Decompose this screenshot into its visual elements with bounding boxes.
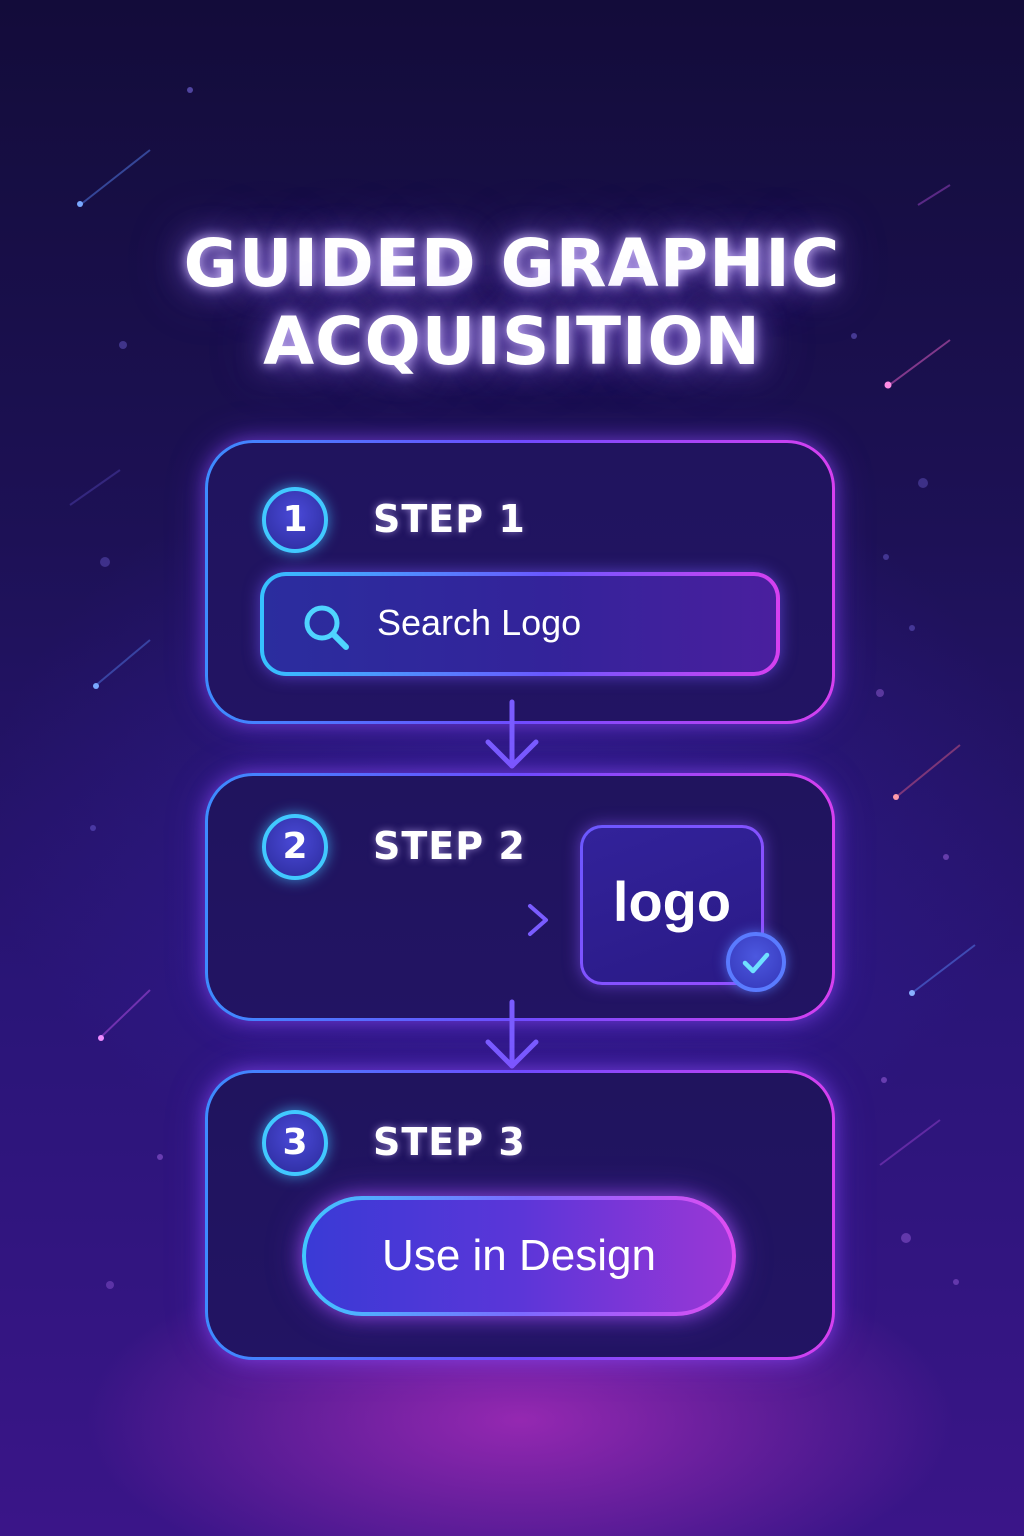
right-arrow-icon [298, 904, 548, 936]
down-arrow-icon [485, 999, 539, 1069]
step-1-label: STEP 1 [373, 497, 526, 541]
step-3-label: STEP 3 [373, 1120, 526, 1164]
use-in-design-button[interactable]: Use in Design [302, 1196, 736, 1316]
search-icon [304, 605, 349, 650]
search-field[interactable]: Search Logo [260, 572, 780, 676]
title-line-2: ACQUISITION [263, 303, 761, 380]
logo-result-tile[interactable]: logo [580, 825, 764, 985]
step-2-number-badge: 2 [262, 814, 328, 880]
step-3-number-badge: 3 [262, 1110, 328, 1176]
step-1-number-badge: 1 [262, 487, 328, 553]
use-in-design-button-label: Use in Design [306, 1200, 732, 1312]
logo-result-text: logo [612, 870, 732, 933]
down-arrow-icon [485, 699, 539, 769]
checkmark-icon [726, 932, 786, 992]
search-field-value: Search Logo [377, 602, 582, 643]
step-2-label: STEP 2 [373, 824, 526, 868]
page-title: GUIDED GRAPHIC ACQUISITION [0, 225, 1024, 381]
title-line-1: GUIDED GRAPHIC [183, 225, 841, 302]
